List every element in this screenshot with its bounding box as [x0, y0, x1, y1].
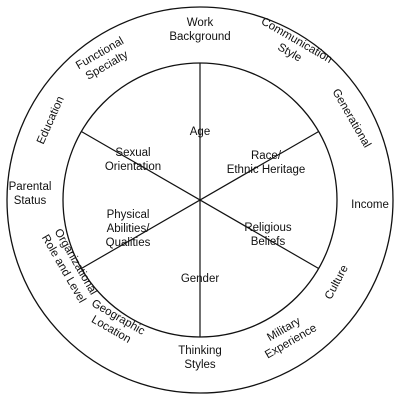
inner-label-sexual-orientation-line-2: Orientation — [105, 161, 161, 173]
inner-label-race-ethnic-heritage-line-1: Race/ — [251, 150, 282, 162]
inner-label-age: Age — [190, 126, 210, 138]
inner-label-age-line-1: Age — [190, 126, 210, 138]
outer-label-parental-status-line-2: Status — [14, 195, 47, 207]
outer-label-generational: Generational — [329, 87, 372, 150]
inner-label-religious-beliefs-line-1: Religious — [244, 222, 292, 234]
outer-label-parental-status-line-1: Parental — [9, 181, 52, 193]
outer-label-culture-line-1: Culture — [323, 263, 351, 301]
outer-label-thinking-styles-line-2: Styles — [184, 359, 216, 371]
inner-label-physical-abilities-line-1: Physical — [107, 209, 150, 221]
outer-label-communication-style: CommunicationStyle — [252, 16, 334, 78]
outer-label-generational-line-1: Generational — [329, 87, 372, 150]
outer-circle — [6, 6, 394, 394]
outer-label-culture: Culture — [323, 263, 351, 301]
segment-divider-3 — [81, 130, 319, 270]
outer-label-geographic-location: GeographicLocation — [82, 298, 147, 350]
outer-label-organizational-role: OrganizationalRole and Level — [39, 226, 100, 305]
inner-label-race-ethnic-heritage-line-2: Ethnic Heritage — [227, 164, 306, 176]
inner-label-gender: Gender — [181, 273, 220, 285]
inner-label-physical-abilities-line-2: Abilities/ — [107, 223, 151, 235]
outer-label-work-background-line-1: Work — [187, 17, 214, 29]
outer-label-thinking-styles-line-1: Thinking — [178, 345, 221, 357]
outer-label-functional-specialty: FunctionalSpecialty — [74, 35, 133, 84]
outer-label-education-line-1: Education — [35, 95, 67, 147]
outer-label-work-background-line-2: Background — [169, 31, 230, 43]
outer-label-education: Education — [35, 95, 67, 147]
inner-label-sexual-orientation-line-1: Sexual — [115, 147, 150, 159]
inner-label-religious-beliefs-line-2: Beliefs — [251, 236, 286, 248]
inner-label-gender-line-1: Gender — [181, 273, 220, 285]
outer-label-income-line-1: Income — [351, 199, 389, 211]
outer-label-income: Income — [351, 199, 389, 211]
segment-dividers — [81, 63, 319, 337]
inner-label-race-ethnic-heritage: Race/Ethnic Heritage — [227, 150, 306, 176]
inner-label-physical-abilities-line-3: Qualities — [106, 237, 151, 249]
outer-label-military-experience: MilitaryExperience — [256, 310, 319, 361]
